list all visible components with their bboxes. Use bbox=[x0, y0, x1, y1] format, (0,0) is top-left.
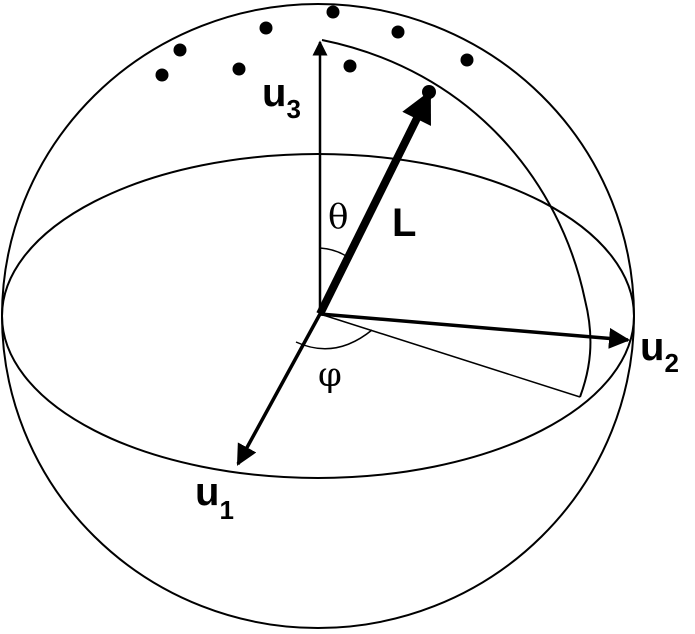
dot bbox=[173, 43, 187, 57]
dot bbox=[232, 62, 246, 76]
u3-label-sub: 3 bbox=[286, 94, 300, 124]
u2-axis-arrow bbox=[319, 312, 631, 349]
dot bbox=[259, 21, 273, 35]
u1-label-base: u bbox=[195, 470, 219, 514]
dot bbox=[155, 68, 169, 82]
dot bbox=[343, 59, 357, 73]
meridian-arc bbox=[321, 39, 592, 398]
phi-label: φ bbox=[318, 355, 342, 395]
u1-label-sub: 1 bbox=[219, 495, 233, 525]
u1-axis-arrow bbox=[236, 313, 322, 466]
u3-label: u3 bbox=[262, 71, 301, 124]
equator-ellipse bbox=[1, 153, 635, 479]
L-tip-dot bbox=[422, 85, 436, 99]
dot bbox=[326, 5, 340, 19]
L-vector-arrow bbox=[316, 90, 432, 316]
u2-label-sub: 2 bbox=[664, 348, 678, 378]
u2-label-base: u bbox=[640, 325, 664, 369]
theta-label: θ bbox=[328, 197, 348, 237]
L-label: L bbox=[392, 201, 416, 245]
u1-label: u1 bbox=[195, 470, 234, 525]
pole-dots bbox=[155, 5, 474, 82]
dot bbox=[391, 25, 405, 39]
u2-label: u2 bbox=[640, 325, 679, 378]
u3-label-base: u bbox=[262, 71, 286, 115]
dot bbox=[460, 53, 474, 67]
projection-line bbox=[319, 313, 581, 398]
theta-arc bbox=[319, 247, 347, 257]
